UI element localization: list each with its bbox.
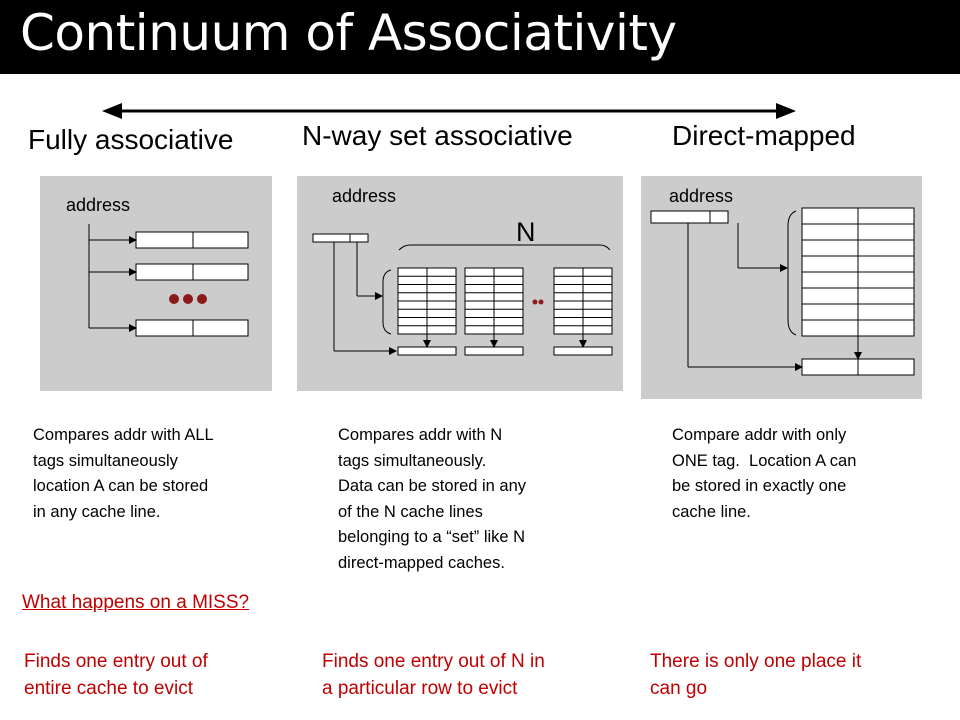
direct-miss-answer: There is only one place it can go [650,651,862,699]
direct-address-label: address [669,186,734,206]
direct-brace [787,210,797,336]
nway-ellipsis-dots [532,299,544,305]
fully-address-lines [88,224,137,332]
nway-description: Compares addr with N tags simultaneously… [338,426,527,572]
nway-way-1 [397,267,457,356]
nway-address-lines [333,242,397,355]
heading-n-way-set-associative: N-way set associative [302,120,573,151]
nway-address-register [312,233,369,243]
nway-n-label: N [516,217,536,247]
fully-associative-diagram [40,176,272,391]
slide-title: Continuum of Associativity [20,4,677,62]
nway-way-2 [464,267,524,356]
nway-set-brace [382,269,392,335]
title-bar: Continuum of Associativity [0,0,960,74]
nway-miss-answer: Finds one entry out of N in a particular… [322,651,545,699]
heading-fully-associative: Fully associative [28,124,234,155]
miss-question: What happens on a MISS? [22,592,250,613]
nway-address-label: address [332,186,397,206]
fully-miss-answer: Finds one entry out of entire cache to e… [24,651,208,699]
heading-direct-mapped: Direct-mapped [672,120,856,151]
direct-address-lines [687,223,862,371]
fully-description: Compares addr with ALL tags simultaneous… [33,426,214,521]
fully-associative-cache [135,231,249,337]
fully-address-label: address [66,195,131,215]
nway-bracket-n [398,244,611,251]
direct-description: Compare addr with only ONE tag. Location… [672,426,857,521]
nway-way-n [553,267,613,356]
ellipsis-dots [169,294,207,304]
direct-cache-array [801,207,915,376]
direct-address-register [650,210,729,224]
